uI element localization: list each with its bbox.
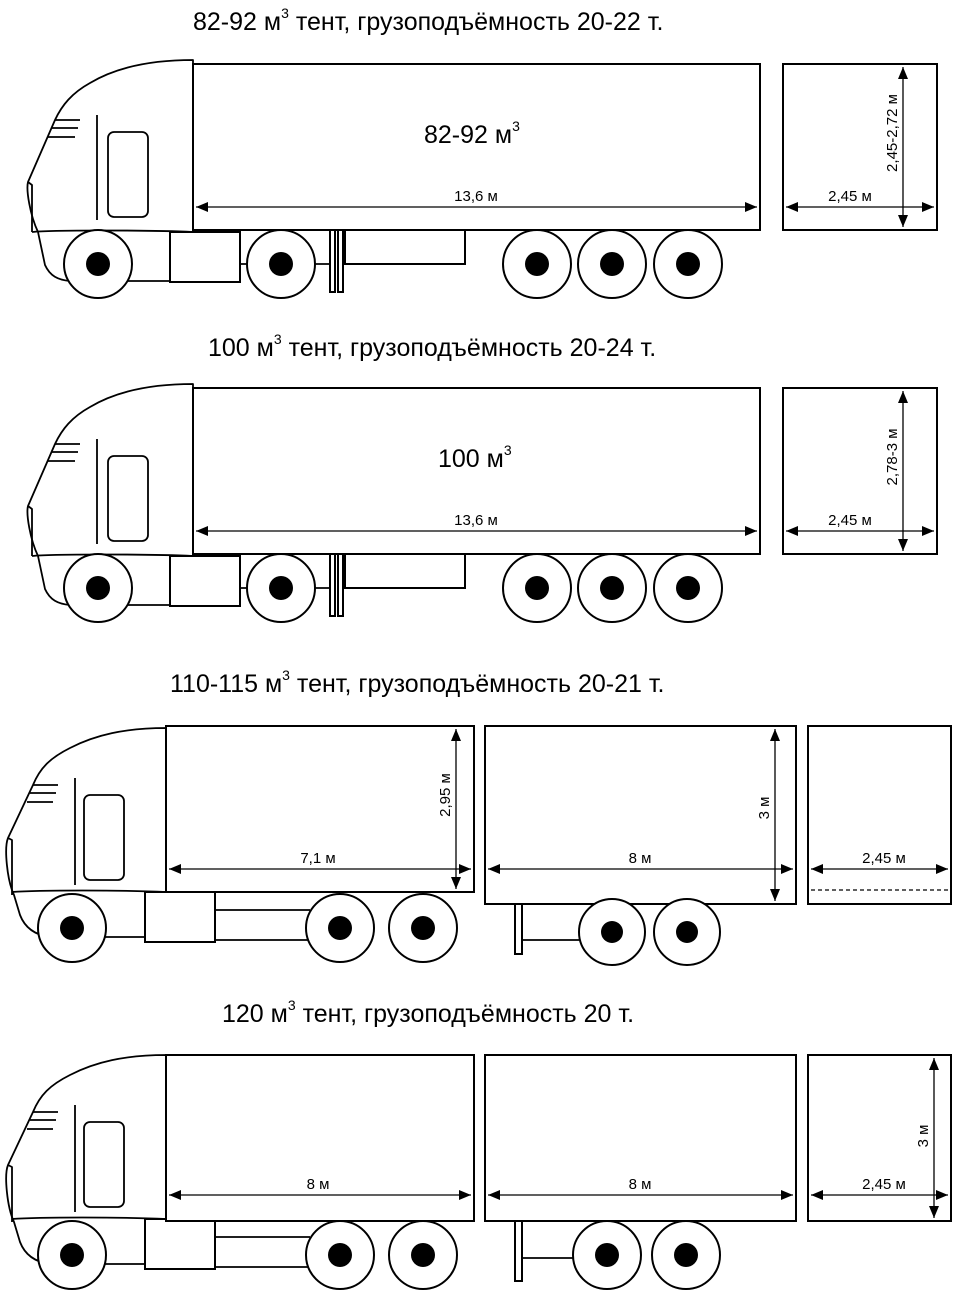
trailer-support-legs (329, 229, 466, 293)
length-label: 13,6 м (454, 188, 498, 205)
end-view (782, 387, 938, 555)
end-view (807, 1054, 952, 1222)
trailer-length-label: 8 м (629, 850, 652, 867)
end-width-label: 2,45 м (828, 512, 872, 529)
end-width-label: 2,45 м (862, 1176, 906, 1193)
truck-length-label: 7,1 м (300, 850, 335, 867)
volume-label: 100 м3 (438, 442, 512, 473)
row-2-title: 100 м3 тент, грузоподъёмность 20-24 т. (208, 331, 656, 362)
row-4-title: 120 м3 тент, грузоподъёмность 20 т. (222, 997, 634, 1028)
wheels (37, 893, 721, 966)
wheels (37, 1220, 721, 1290)
row-1: 82-92 м3 тент, грузоподъёмность 20-22 т.… (26, 5, 938, 299)
length-label: 13,6 м (454, 512, 498, 529)
trailer-length-label: 8 м (629, 1176, 652, 1193)
end-view (807, 725, 952, 905)
trailer-body (484, 725, 797, 905)
row-3-title: 110-115 м3 тент, грузоподъёмность 20-21 … (170, 667, 664, 698)
row-3: 110-115 м3 тент, грузоподъёмность 20-21 … (5, 667, 952, 966)
end-width-label: 2,45 м (828, 188, 872, 205)
trailer-drawbar-leg (514, 1220, 523, 1282)
trailer-body (484, 1054, 797, 1222)
trailer-height-label: 3 м (756, 797, 773, 820)
row-2: 100 м3 тент, грузоподъёмность 20-24 т. 1… (26, 331, 938, 623)
end-height-label: 3 м (915, 1125, 932, 1148)
trailer-drawbar-leg (514, 903, 523, 955)
volume-label: 82-92 м3 (424, 118, 520, 149)
end-height-label: 2,45-2,72 м (884, 94, 901, 172)
truck-height-label: 2,95 м (437, 773, 454, 817)
row-4: 120 м3 тент, грузоподъёмность 20 т. 8 м … (5, 997, 952, 1290)
truck-body (165, 725, 475, 893)
end-width-label: 2,45 м (862, 850, 906, 867)
truck-body (165, 1054, 475, 1222)
wheels (63, 229, 723, 299)
trailer-support-legs (329, 553, 466, 617)
trailer-body (192, 387, 761, 555)
end-height-label: 2,78-3 м (884, 428, 901, 485)
truck-length-label: 8 м (307, 1176, 330, 1193)
trailer-body (192, 63, 761, 231)
end-view (782, 63, 938, 231)
row-1-title: 82-92 м3 тент, грузоподъёмность 20-22 т. (193, 5, 663, 36)
wheels (63, 553, 723, 623)
